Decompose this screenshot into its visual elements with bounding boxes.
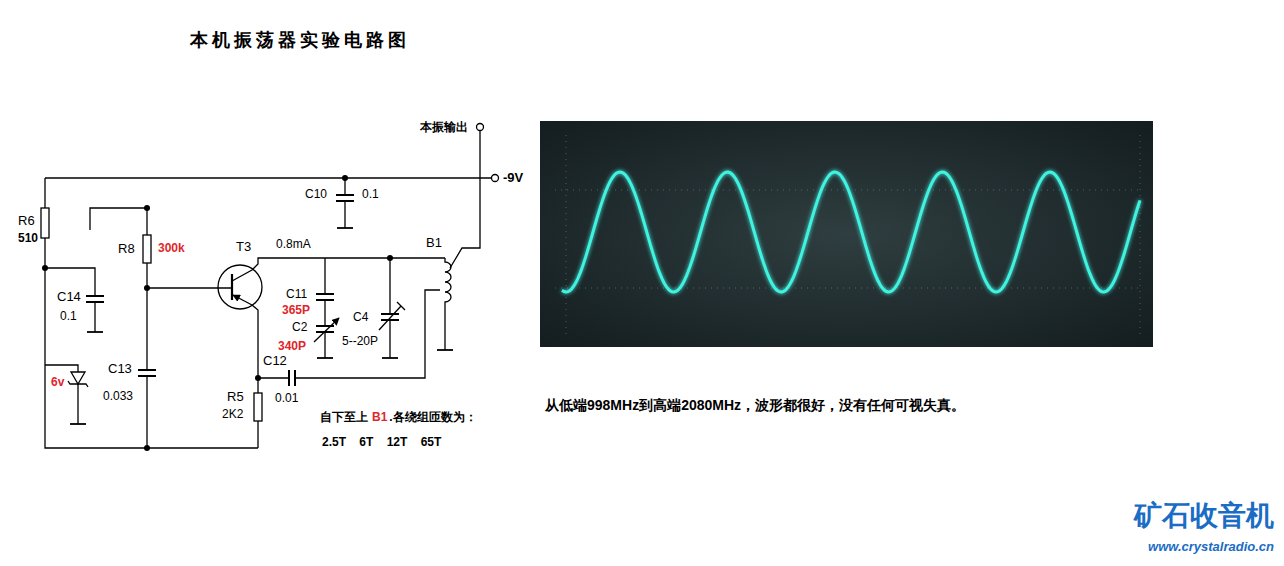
- scope-grid: [555, 135, 1140, 335]
- wire: [258, 290, 440, 378]
- capacitor-symbol: [336, 195, 354, 201]
- zener-symbol: [68, 381, 88, 387]
- resistor-symbol: [41, 208, 49, 238]
- wire: [389, 258, 390, 358]
- wire: [450, 131, 480, 268]
- part-value: 6v: [51, 376, 64, 390]
- part-name: C11: [286, 288, 307, 302]
- part-name: C13: [108, 362, 132, 377]
- junction-dot: [342, 175, 348, 181]
- port-label: 本振输出: [420, 121, 468, 135]
- junction-dots: [42, 175, 393, 451]
- part-name: R8: [118, 242, 135, 257]
- capacitor-symbol: [289, 370, 295, 386]
- note-text: 2.5T 6T 12T 65T: [322, 436, 441, 450]
- current-label: 0.8mA: [276, 238, 311, 252]
- part-value: 365P: [282, 304, 310, 318]
- supply-rail: [45, 177, 491, 178]
- part-name: B1: [426, 236, 442, 251]
- part-value: 300k: [158, 242, 185, 256]
- wire: [324, 258, 325, 358]
- transistor-symbol: [233, 295, 252, 305]
- wire: [147, 287, 232, 288]
- scope-trace: [562, 172, 1140, 292]
- part-name: R5: [227, 390, 244, 405]
- part-value: 0.01: [275, 392, 298, 406]
- watermark: 矿石收音机: [1134, 500, 1274, 532]
- wire: [90, 208, 147, 448]
- wires: [41, 124, 499, 449]
- junction-dot: [144, 285, 150, 291]
- part-name: T3: [236, 240, 251, 255]
- junction-dot: [42, 265, 48, 271]
- part-name: C14: [57, 290, 81, 305]
- part-value: 0.1: [362, 188, 379, 202]
- part-name: C12: [263, 354, 287, 369]
- part-value: 5--20P: [342, 335, 378, 349]
- wire: [45, 365, 78, 424]
- trimmer-mark: [379, 302, 405, 330]
- ground-symbol: [87, 331, 103, 333]
- ground-symbol: [70, 423, 86, 425]
- capacitor-symbol: [86, 296, 104, 302]
- supply-label: -9V: [503, 171, 523, 186]
- terminal: [477, 124, 484, 131]
- part-name: R6: [18, 214, 35, 229]
- part-value: 0.033: [103, 390, 133, 404]
- scope-screen: [540, 121, 1153, 347]
- watermark: www.crystalradio.cn: [1148, 540, 1274, 555]
- part-value: 510: [18, 232, 38, 246]
- note-text: B1: [372, 411, 387, 425]
- resistor-symbol: [143, 235, 151, 263]
- wire: [45, 178, 258, 448]
- diagram-title: 本机振荡器实验电路图: [190, 30, 410, 51]
- capacitor-symbol: [316, 294, 334, 332]
- part-name: C2: [292, 321, 307, 335]
- ground-symbol: [437, 349, 453, 351]
- terminal: [492, 175, 499, 182]
- wire: [344, 178, 345, 228]
- grid-line: [555, 135, 1140, 335]
- part-value: 2K2: [222, 408, 243, 422]
- capacitor-symbol: [138, 370, 156, 376]
- part-name: C10: [305, 188, 327, 202]
- junction-dot: [144, 205, 150, 211]
- zener-symbol: [71, 372, 85, 384]
- wire: [45, 268, 95, 332]
- capacitor-symbol: [381, 314, 399, 320]
- caption-text: 从低端998MHz到高端2080MHz，波形都很好，没有任何可视失真。: [545, 397, 965, 413]
- note-text: .各绕组匝数为：: [389, 411, 476, 425]
- part-name: C4: [353, 311, 368, 325]
- wire: [232, 258, 445, 281]
- resistor-symbol: [254, 393, 262, 421]
- note-text: 自下至上: [320, 411, 368, 425]
- transistor-symbol: [231, 274, 233, 300]
- ground-symbol: [337, 227, 353, 229]
- junction-dot: [255, 375, 261, 381]
- junction-dot: [144, 445, 150, 451]
- ground-symbol: [317, 357, 333, 359]
- part-value: 0.1: [60, 310, 77, 324]
- transistor-symbol: [218, 265, 262, 309]
- junction-dot: [387, 255, 393, 261]
- part-value: 340P: [278, 340, 306, 354]
- scope-photo: [540, 121, 1153, 347]
- variable-arrow: [314, 318, 339, 342]
- ground-symbol: [382, 357, 398, 359]
- coil-symbol: [445, 258, 451, 350]
